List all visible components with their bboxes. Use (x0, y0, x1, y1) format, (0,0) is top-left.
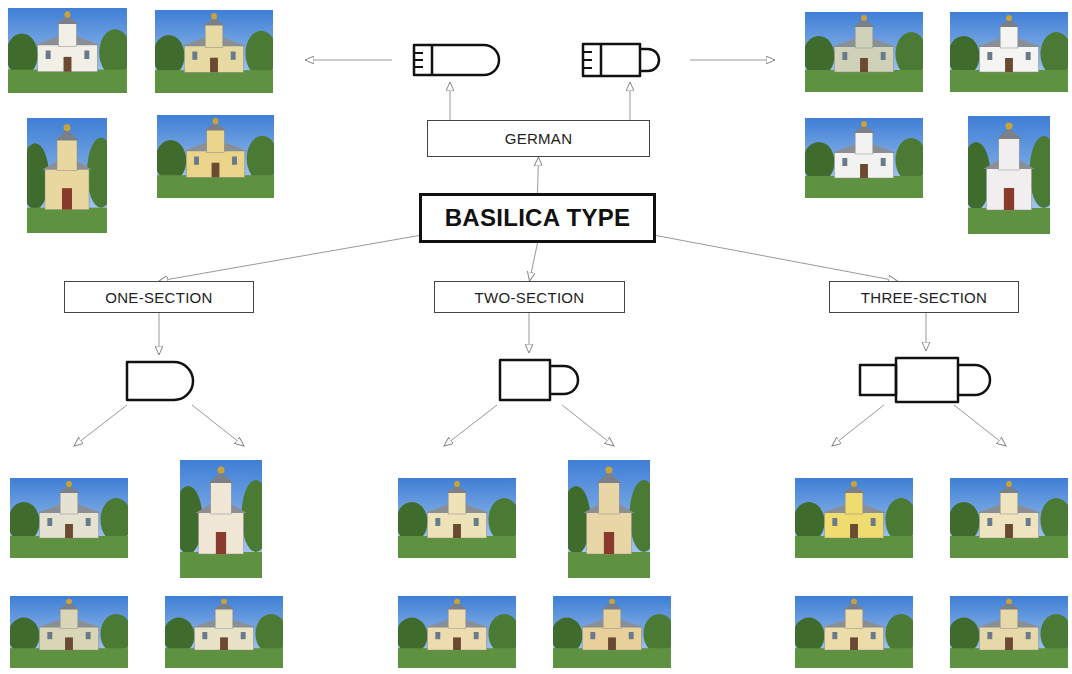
connector-arrow (656, 236, 897, 282)
box-label: THREE-SECTION (861, 289, 987, 306)
category-box: THREE-SECTION (829, 281, 1019, 313)
box-label: ONE-SECTION (105, 289, 212, 306)
connector-arrow (538, 157, 539, 193)
box-label: GERMAN (505, 130, 573, 147)
category-box: GERMAN (427, 120, 650, 157)
root-box: BASILICA TYPE (419, 193, 656, 243)
connector-arrow (530, 243, 538, 281)
connector-arrow (159, 236, 419, 282)
category-box: TWO-SECTION (434, 281, 625, 313)
category-box: ONE-SECTION (64, 281, 254, 313)
box-label: BASILICA TYPE (445, 204, 631, 232)
box-label: TWO-SECTION (475, 289, 585, 306)
